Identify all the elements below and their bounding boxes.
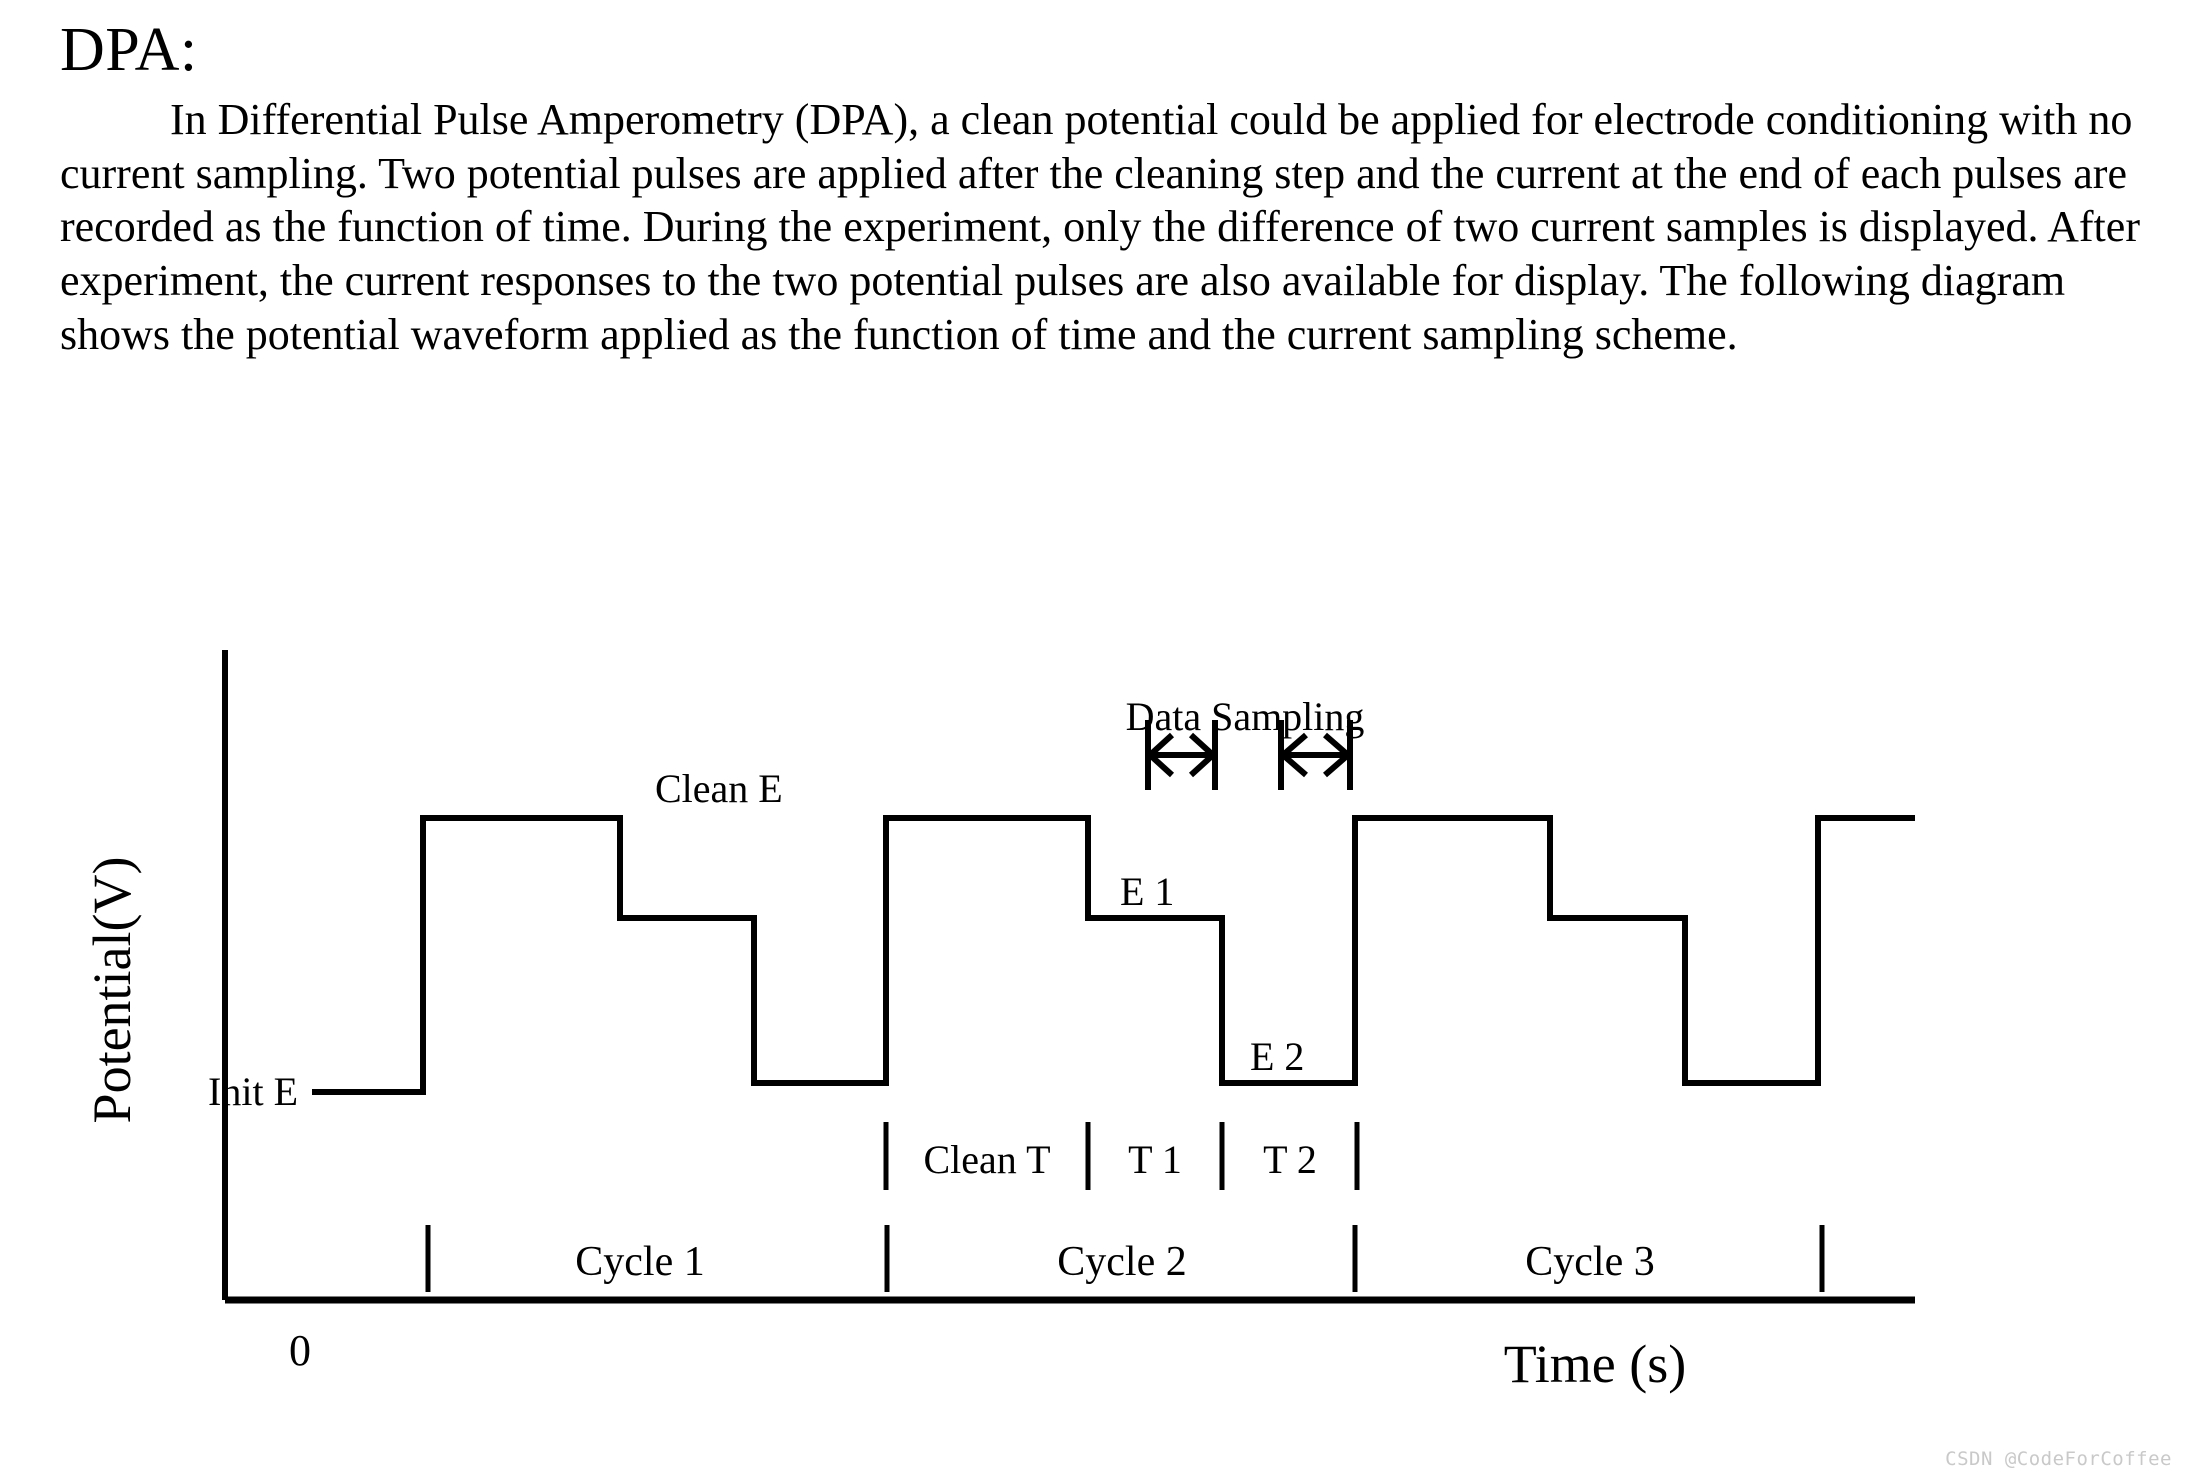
potential-waveform-figure: Init E Clean E E 1 E 2 Data Sampling xyxy=(0,620,2200,1480)
clean-t-label: Clean T xyxy=(923,1137,1050,1182)
sampling-window-1 xyxy=(1145,720,1218,790)
page-title: DPA: xyxy=(60,16,198,84)
init-e-label: Init E xyxy=(208,1069,298,1114)
timing-tick-marks xyxy=(883,1122,1360,1190)
intro-paragraph: In Differential Pulse Amperometry (DPA),… xyxy=(60,95,2140,359)
t2-label: T 2 xyxy=(1263,1137,1317,1182)
clean-e-label-1: Clean E xyxy=(655,766,783,811)
potential-waveform-trace xyxy=(312,815,1915,1095)
data-sampling-label: Data Sampling xyxy=(1126,694,1365,739)
cycle-1-label: Cycle 1 xyxy=(575,1239,704,1285)
t1-label: T 1 xyxy=(1128,1137,1182,1182)
cycle-2-label: Cycle 2 xyxy=(1057,1239,1186,1285)
origin-label: 0 xyxy=(289,1326,311,1375)
e1-label: E 1 xyxy=(1120,869,1174,914)
cycle-3-label: Cycle 3 xyxy=(1525,1239,1654,1285)
document-body: DPA: In Differential Pulse Amperometry (… xyxy=(60,16,2160,361)
x-axis-label: Time (s) xyxy=(1504,1334,1687,1394)
y-axis-label: Potential(V) xyxy=(82,857,142,1124)
cycle-tick-marks xyxy=(425,1225,1825,1292)
sampling-window-2 xyxy=(1278,720,1353,790)
e2-label: E 2 xyxy=(1250,1034,1304,1079)
csdn-watermark: CSDN @CodeForCoffee xyxy=(1945,1448,2172,1470)
